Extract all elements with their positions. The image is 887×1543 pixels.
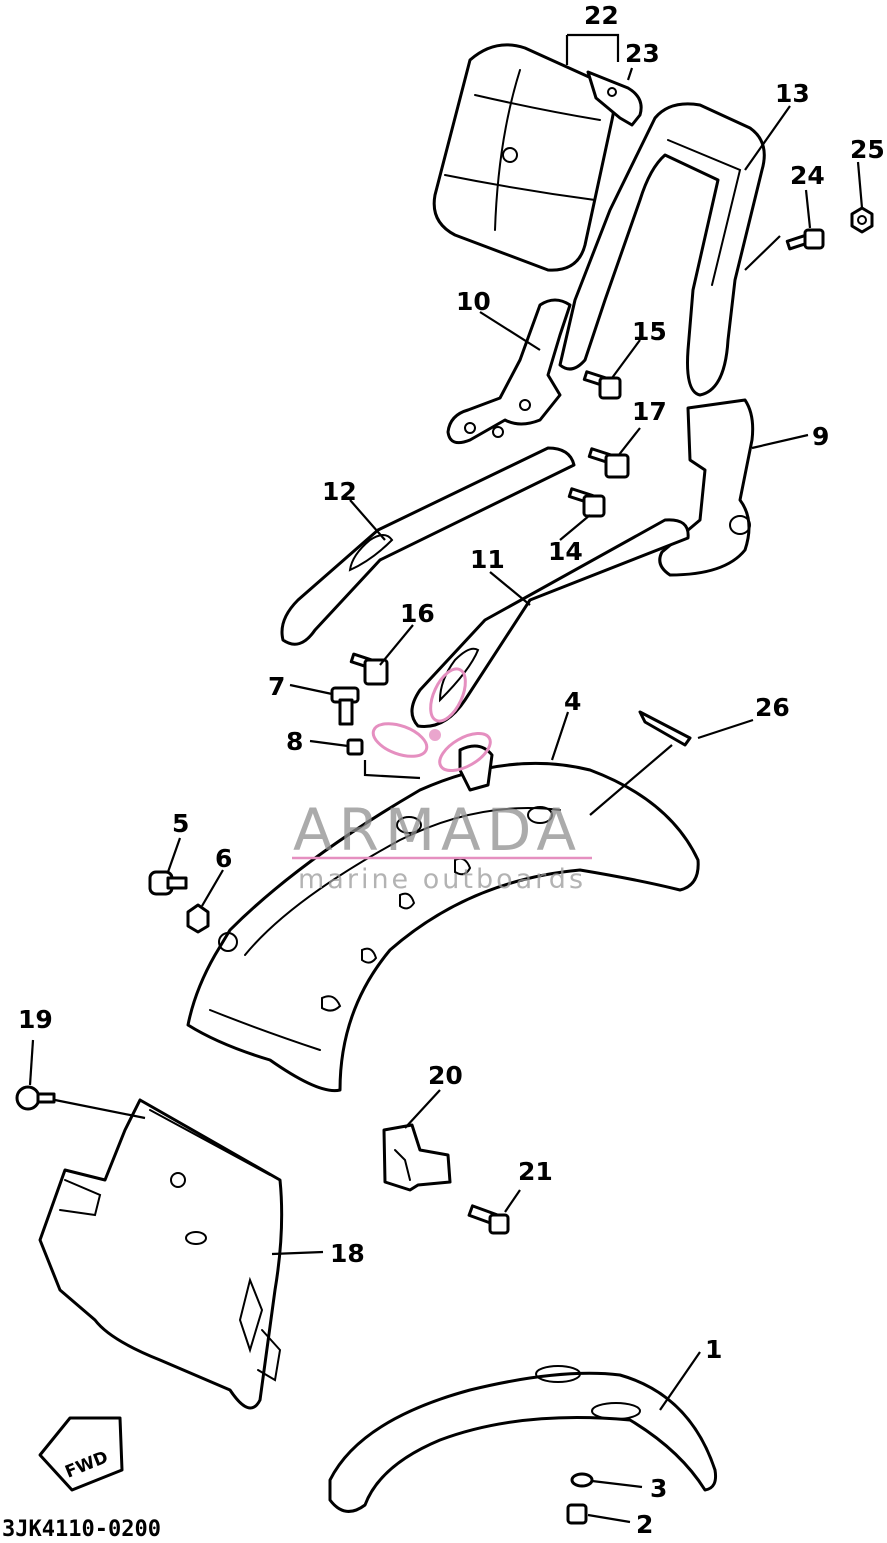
- callout-3: 3: [650, 1474, 667, 1503]
- nut-8: [346, 738, 364, 756]
- nut-2: [566, 1503, 588, 1525]
- bolt-7: [330, 686, 360, 726]
- callout-23: 23: [625, 39, 660, 68]
- callout-1: 1: [705, 1335, 722, 1364]
- backrest-holder: [446, 298, 572, 445]
- watermark-logo-icon: [371, 667, 492, 773]
- bolt-19: [15, 1085, 56, 1111]
- bolt-15: [582, 370, 622, 400]
- callout-11: 11: [470, 545, 505, 574]
- rear-fender: [186, 744, 700, 1093]
- backrest-pad: [432, 43, 615, 272]
- callout-13: 13: [775, 79, 810, 108]
- bolt-24: [785, 228, 825, 251]
- callout-25: 25: [850, 135, 885, 164]
- callout-19: 19: [18, 1005, 53, 1034]
- fwd-arrow-icon: FWD: [38, 1416, 124, 1492]
- backrest-bracket: [586, 70, 643, 127]
- washer-3: [570, 1472, 594, 1488]
- callout-20: 20: [428, 1061, 463, 1090]
- bolt-16: [349, 652, 389, 686]
- callout-10: 10: [456, 287, 491, 316]
- callout-9: 9: [812, 422, 829, 451]
- callout-24: 24: [790, 161, 825, 190]
- callout-15: 15: [632, 317, 667, 346]
- callout-8: 8: [286, 727, 303, 756]
- callout-17: 17: [632, 397, 667, 426]
- light-bracket: [382, 1123, 452, 1192]
- callout-5: 5: [172, 809, 189, 838]
- bolt-14: [567, 487, 606, 518]
- emblem-strip: [638, 710, 692, 747]
- side-bracket: [658, 398, 755, 577]
- grab-bar-left: [280, 446, 576, 646]
- callout-16: 16: [400, 599, 435, 628]
- leader-lines: [28, 33, 864, 1524]
- callout-22: 22: [584, 1, 619, 30]
- callout-4: 4: [564, 687, 581, 716]
- front-fender: [328, 1365, 717, 1513]
- bolt-5: [148, 870, 188, 896]
- callout-26: 26: [755, 693, 790, 722]
- watermark-brand: ARMADA: [293, 796, 582, 864]
- bolt-21: [467, 1204, 510, 1235]
- nut-6: [186, 903, 210, 934]
- callout-18: 18: [330, 1239, 365, 1268]
- sissy-bar-frame: [558, 102, 766, 397]
- watermark: ARMADA marine outboards: [292, 667, 592, 895]
- callout-6: 6: [215, 844, 232, 873]
- watermark-tagline: marine outboards: [298, 864, 586, 895]
- part-code: 3JK4110-0200: [2, 1517, 161, 1542]
- nut-25: [850, 206, 874, 234]
- callout-21: 21: [518, 1157, 553, 1186]
- callout-12: 12: [322, 477, 357, 506]
- callout-labels: 22 23 13 25 24 10 15 17 9 12 14 11 16 7 …: [18, 1, 885, 1539]
- bolt-17: [587, 447, 630, 479]
- callout-2: 2: [636, 1510, 653, 1539]
- inner-fender: [38, 1098, 284, 1410]
- callout-7: 7: [268, 672, 285, 701]
- callout-14: 14: [548, 537, 583, 566]
